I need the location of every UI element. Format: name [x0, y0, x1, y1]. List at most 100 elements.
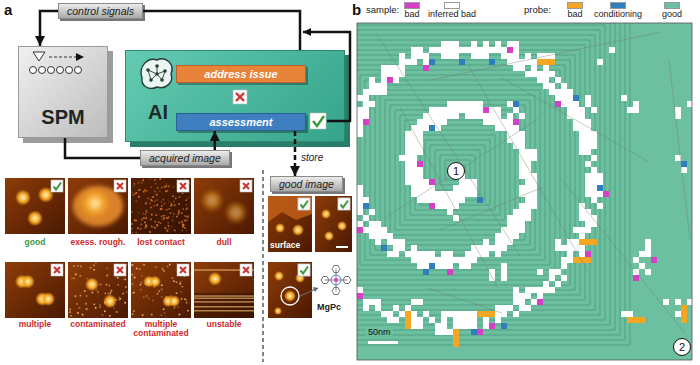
inferred-bad-cell	[597, 179, 603, 185]
scan-noise	[117, 277, 119, 279]
brain-icon	[141, 59, 172, 88]
inferred-bad-cell	[489, 119, 495, 125]
travel-line	[468, 65, 589, 273]
scan-noise	[185, 220, 187, 222]
node-label: address issue	[204, 68, 277, 80]
inferred-bad-cell	[513, 311, 519, 317]
inferred-bad-cell	[423, 251, 429, 257]
scan-thumbnail	[194, 178, 254, 234]
metal-atom	[334, 278, 338, 282]
inferred-bad-cell	[675, 311, 681, 317]
inferred-bad-cell	[633, 107, 639, 113]
inferred-bad-cell	[417, 179, 423, 185]
sample-bad-cell	[555, 101, 561, 107]
sample-bad-cell	[537, 299, 543, 305]
scan-noise	[160, 209, 162, 211]
inferred-bad-cell	[459, 197, 465, 203]
inferred-bad-cell	[405, 143, 411, 149]
inferred-bad-cell	[411, 245, 417, 251]
inferred-bad-cell	[543, 65, 549, 71]
scan-noise	[153, 226, 155, 228]
scan-noise	[157, 293, 159, 295]
inferred-bad-cell	[483, 53, 489, 59]
inferred-bad-cell	[543, 287, 549, 293]
scan-noise	[151, 214, 153, 216]
inferred-bad-cell	[513, 209, 519, 215]
inferred-bad-cell	[561, 89, 567, 95]
inferred-bad-cell	[423, 179, 429, 185]
scan-streak	[194, 298, 254, 300]
scan-noise	[141, 219, 143, 221]
scan-noise	[93, 269, 95, 271]
inferred-bad-cell	[579, 131, 585, 137]
scan-noise	[186, 230, 188, 232]
inferred-bad-cell	[387, 251, 393, 257]
scan-noise	[140, 228, 142, 230]
scan-noise	[132, 292, 134, 294]
inferred-bad-cell	[621, 95, 627, 101]
cross-mark	[117, 183, 123, 189]
inferred-bad-cell	[471, 113, 477, 119]
inferred-bad-cell	[423, 53, 429, 59]
inferred-bad-cell	[369, 299, 375, 305]
inferred-bad-cell	[363, 113, 369, 119]
scan-noise	[138, 196, 140, 198]
scan-noise	[172, 205, 174, 207]
scan-noise	[71, 278, 73, 280]
inferred-bad-cell	[441, 251, 447, 257]
inferred-bad-cell	[561, 257, 567, 263]
inferred-bad-cell	[369, 101, 375, 107]
inferred-bad-cell	[471, 107, 477, 113]
inferred-bad-cell	[393, 239, 399, 245]
ring	[332, 266, 340, 273]
scan-noise	[179, 314, 181, 316]
inferred-bad-cell	[387, 311, 393, 317]
inferred-bad-cell	[519, 227, 525, 233]
inferred-bad-cell	[525, 215, 531, 221]
inferred-bad-cell	[405, 149, 411, 155]
inferred-bad-cell	[453, 185, 459, 191]
inferred-bad-cell	[411, 191, 417, 197]
status-badge	[298, 198, 310, 210]
signal-band: control signals	[58, 3, 143, 19]
node-label: control signals	[67, 5, 134, 17]
scan-noise	[179, 222, 181, 224]
inferred-bad-cell	[507, 53, 513, 59]
scan-noise	[159, 290, 161, 292]
scan-thumbnail	[131, 178, 191, 234]
inferred-bad-cell	[453, 113, 459, 119]
scan-streak	[194, 295, 254, 297]
inferred-bad-cell	[555, 239, 561, 245]
surface-atom	[75, 67, 82, 74]
scan-noise	[161, 201, 163, 203]
inferred-bad-cell	[519, 59, 525, 65]
inferred-bad-cell	[525, 185, 531, 191]
inferred-bad-cell	[495, 113, 501, 119]
inferred-bad-cell	[459, 47, 465, 53]
panel-separator	[262, 170, 263, 362]
scan-noise	[126, 291, 128, 293]
inferred-bad-cell	[447, 257, 453, 263]
inferred-bad-cell	[585, 131, 591, 137]
scan-noise	[134, 277, 136, 279]
inferred-bad-cell	[453, 257, 459, 263]
cross-mark	[117, 267, 123, 273]
inferred-bad-cell	[399, 53, 405, 59]
instrument-box: SPM	[18, 46, 108, 138]
scan-noise	[76, 303, 78, 305]
inferred-bad-cell	[429, 47, 435, 53]
molecule-blob	[21, 275, 35, 289]
conditioning-cell	[471, 329, 477, 335]
inferred-bad-cell	[645, 251, 651, 257]
inferred-bad-cell	[417, 299, 423, 305]
scan-noise	[118, 284, 120, 286]
inferred-bad-cell	[459, 317, 465, 323]
inferred-bad-cell	[387, 317, 393, 323]
inferred-bad-cell	[483, 47, 489, 53]
inferred-bad-cell	[423, 113, 429, 119]
scan-noise	[178, 214, 180, 216]
inferred-bad-cell	[543, 71, 549, 77]
scan-thumbnail	[194, 262, 254, 318]
inferred-bad-cell	[435, 191, 441, 197]
scan-noise	[132, 232, 134, 234]
